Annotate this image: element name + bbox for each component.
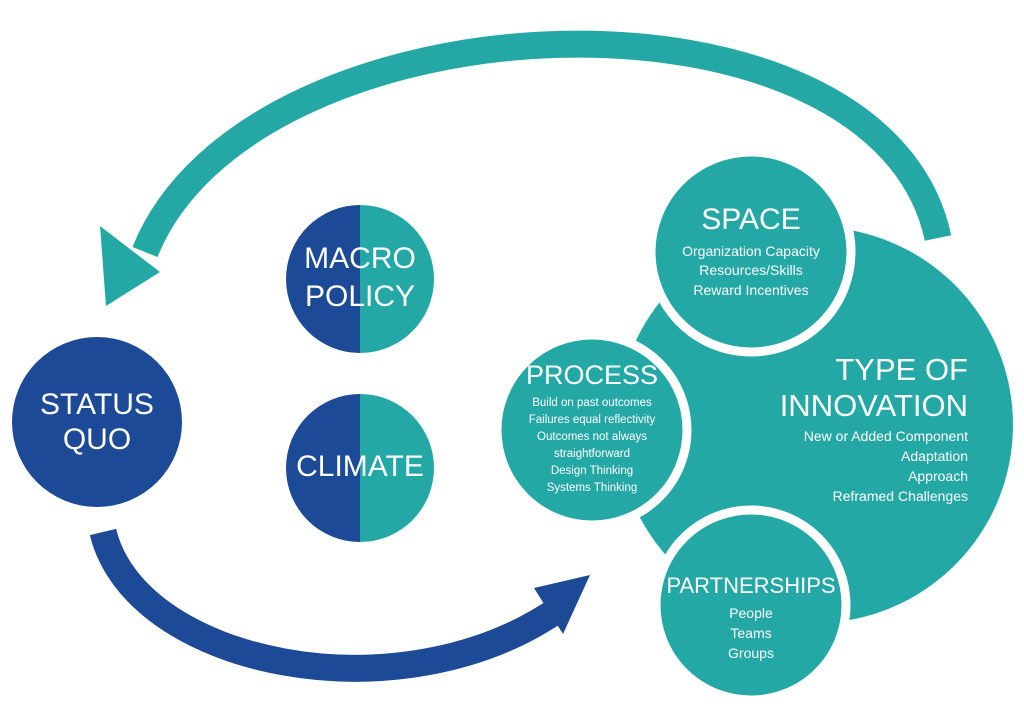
process-item-failures: Failures equal reflectivity: [528, 414, 656, 427]
process-item-build: Build on past outcomes: [532, 397, 652, 410]
macro-policy-line1: MACRO: [304, 242, 416, 275]
space-item-capacity: Organization Capacity: [682, 242, 820, 259]
process-item-outcomes: Outcomes not always: [537, 431, 647, 444]
type-of-innovation-line2: INNOVATION: [779, 387, 968, 423]
space-label: SPACE Organization Capacity Resources/Sk…: [656, 203, 846, 301]
top-return-arrow-arc: [132, 30, 952, 258]
space-circle: [646, 147, 856, 357]
macro-policy-line2: POLICY: [304, 279, 416, 313]
innovation-item-reframed: Reframed Challenges: [832, 487, 968, 504]
partnerships-circle: [651, 505, 851, 705]
innovation-item-adaptation: Adaptation: [901, 448, 968, 465]
type-of-innovation-items: New or Added Component Adaptation Approa…: [804, 427, 968, 507]
bottom-forward-arrowhead: [534, 575, 590, 634]
partnerships-item-groups: Groups: [728, 645, 774, 662]
space-item-resources: Resources/Skills: [699, 262, 803, 279]
status-quo-circle: [12, 337, 182, 507]
macro-policy-circle: [286, 205, 434, 353]
partnerships-item-people: People: [729, 605, 773, 622]
type-of-innovation-line1: TYPE OF: [835, 352, 968, 387]
process-item-straightforward: straightforward: [553, 448, 631, 461]
status-quo-line2: QUO: [62, 422, 132, 456]
partnerships-items: People Teams Groups: [728, 604, 774, 664]
process-item-systems: Systems Thinking: [546, 482, 638, 495]
bottom-forward-arrow-arc: [89, 528, 568, 682]
innovation-item-approach: Approach: [908, 468, 968, 485]
status-quo-label: STATUS QUO: [17, 388, 177, 457]
partnerships-item-teams: Teams: [730, 625, 772, 642]
status-quo-line1: STATUS: [40, 388, 154, 421]
climate-circle: [286, 394, 434, 542]
process-items: Build on past outcomes Failures equal re…: [529, 395, 656, 497]
macro-policy-label: MACRO POLICY: [286, 240, 434, 315]
climate-label: CLIMATE: [296, 450, 424, 483]
type-of-innovation-label: TYPE OF INNOVATION New or Added Componen…: [760, 352, 968, 507]
process-title: PROCESS: [525, 360, 659, 390]
space-title: SPACE: [701, 203, 801, 236]
process-item-design: Design Thinking: [550, 465, 634, 478]
innovation-item-component: New or Added Component: [803, 428, 968, 445]
partnerships-title: PARTNERSHIPS: [666, 573, 836, 598]
partnerships-label: PARTNERSHIPS People Teams Groups: [661, 573, 841, 664]
process-circle: [492, 330, 692, 530]
top-return-arrowhead: [100, 226, 160, 306]
space-item-rewards: Reward Incentives: [693, 282, 809, 299]
process-label: PROCESS Build on past outcomes Failures …: [507, 360, 677, 497]
space-items: Organization Capacity Resources/Skills R…: [682, 242, 820, 302]
